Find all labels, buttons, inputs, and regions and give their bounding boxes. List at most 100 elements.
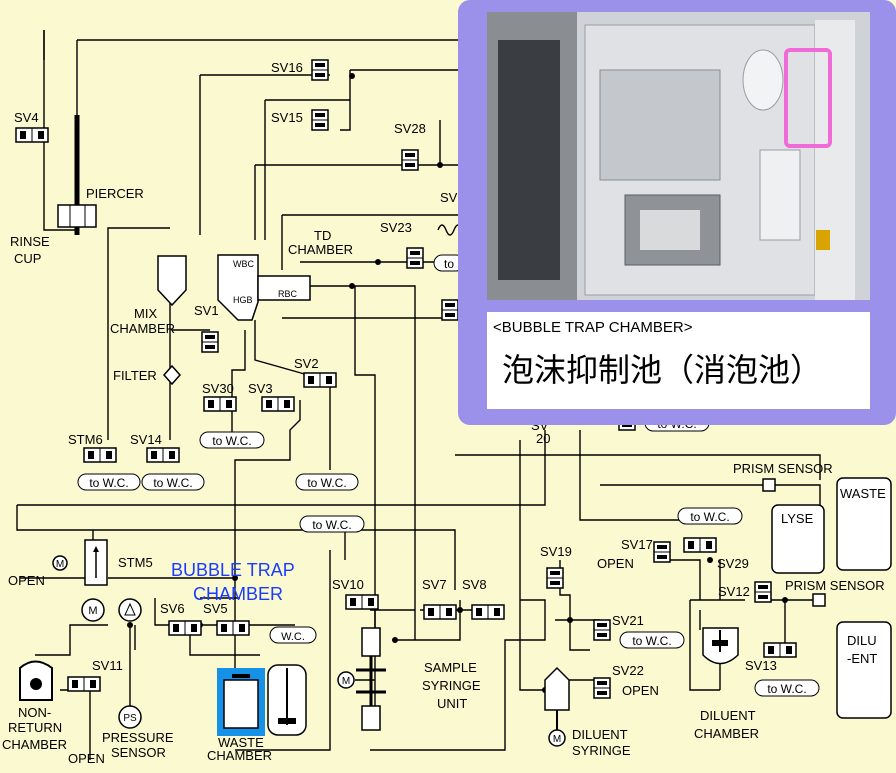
non-return-chamber (19, 660, 53, 701)
svg-text:to W.C.: to W.C. (153, 476, 192, 490)
svg-text:CUP: CUP (14, 251, 41, 266)
callout-chinese-label: 泡沫抑制池（消泡池） (502, 352, 822, 388)
svg-text:to W.C.: to W.C. (212, 434, 251, 448)
pump-icon (118, 598, 142, 622)
to-wc-pill: to W.C. (77, 473, 141, 491)
stm5-valve (84, 539, 108, 586)
svg-text:SYRINGE: SYRINGE (572, 743, 631, 758)
svg-text:SV10: SV10 (332, 577, 364, 592)
svg-text:CHAMBER: CHAMBER (288, 242, 353, 257)
svg-text:RINSE: RINSE (10, 234, 50, 249)
svg-text:to W.C.: to W.C. (632, 634, 671, 648)
svg-text:DILU: DILU (847, 633, 877, 648)
svg-text:to: to (444, 257, 454, 271)
svg-text:20: 20 (536, 431, 550, 446)
prism-sensor-icon (812, 593, 826, 607)
svg-text:to W.C.: to W.C. (767, 682, 806, 696)
svg-text:SV16: SV16 (271, 60, 303, 75)
svg-text:SV12: SV12 (718, 584, 750, 599)
svg-text:SV1: SV1 (194, 303, 219, 318)
wc-pill: W.C. (269, 626, 317, 644)
svg-text:SV11: SV11 (92, 658, 123, 673)
svg-text:LYSE: LYSE (781, 511, 814, 526)
svg-text:WBC: WBC (233, 259, 254, 269)
sample-syringe-unit (356, 627, 386, 731)
svg-text:DILUENT: DILUENT (572, 727, 628, 742)
svg-text:OPEN: OPEN (68, 751, 105, 766)
svg-text:PRISM SENSOR: PRISM SENSOR (733, 461, 833, 476)
svg-text:to W.C.: to W.C. (307, 476, 346, 490)
svg-text:SV22: SV22 (612, 663, 644, 678)
piercer (57, 115, 97, 235)
to-wc-pill: to W.C. (295, 473, 359, 491)
svg-text:SV6: SV6 (160, 601, 185, 616)
svg-text:SENSOR: SENSOR (111, 745, 166, 760)
svg-text:M: M (342, 676, 350, 687)
to-wc-pill: to W.C. (754, 679, 820, 697)
svg-text:SV14: SV14 (130, 432, 162, 447)
svg-text:BUBBLE TRAP: BUBBLE TRAP (171, 560, 295, 580)
svg-text:CHAMBER: CHAMBER (694, 726, 759, 741)
to-wc-pill: to W.C. (199, 431, 265, 449)
svg-text:SV8: SV8 (462, 577, 487, 592)
svg-text:RBC: RBC (278, 289, 298, 299)
svg-text:to W.C.: to W.C. (312, 518, 351, 532)
diluent-chamber (702, 627, 739, 665)
svg-text:SV29: SV29 (717, 556, 749, 571)
component-labels: SV4 PIERCER RINSE CUP SV16 SV15 SV28 SV2… (2, 60, 886, 766)
svg-text:OPEN: OPEN (597, 556, 634, 571)
svg-text:STM6: STM6 (68, 432, 103, 447)
svg-text:SYRINGE: SYRINGE (422, 678, 481, 693)
prism-sensor-icon (762, 478, 776, 492)
svg-text:M: M (88, 605, 97, 617)
svg-text:SV21: SV21 (612, 613, 644, 628)
svg-text:SV4: SV4 (14, 110, 39, 125)
svg-text:CHAMBER: CHAMBER (207, 748, 272, 763)
svg-text:MIX: MIX (134, 306, 157, 321)
svg-text:SAMPLE: SAMPLE (424, 660, 477, 675)
to-wc-pill: to W.C. (299, 515, 365, 533)
svg-text:NON-: NON- (18, 705, 51, 720)
svg-text:STM5: STM5 (118, 555, 153, 570)
svg-text:SV28: SV28 (394, 121, 426, 136)
svg-text:SV13: SV13 (745, 658, 777, 673)
svg-text:HGB: HGB (233, 295, 253, 305)
svg-text:TD: TD (314, 228, 331, 243)
photo-inset (487, 12, 855, 300)
svg-text:SV30: SV30 (202, 381, 234, 396)
wbc-hgb-chamber (217, 254, 311, 321)
svg-text:OPEN: OPEN (8, 573, 45, 588)
lyse-bottle (771, 504, 825, 574)
pressure-sensor: PS (118, 705, 142, 729)
diluent-syringe (544, 666, 570, 730)
to-wc-pill: to W.C. (619, 631, 685, 649)
svg-text:SV3: SV3 (248, 381, 273, 396)
svg-text:WASTE: WASTE (840, 486, 886, 501)
svg-text:CHAMBER: CHAMBER (193, 584, 283, 604)
piping (16, 30, 821, 760)
svg-text:WASTE: WASTE (218, 735, 264, 750)
svg-text:CHAMBER: CHAMBER (110, 321, 175, 336)
svg-text:PIERCER: PIERCER (86, 186, 144, 201)
svg-text:-ENT: -ENT (847, 651, 877, 666)
to-wc-pill: to W.C. (677, 507, 743, 525)
svg-text:PS: PS (123, 713, 137, 724)
waste-chamber (267, 664, 307, 736)
motor-icon: M M M M (52, 555, 566, 747)
svg-text:SV23: SV23 (380, 220, 412, 235)
photo-highlight-box (784, 48, 832, 148)
svg-text:OPEN: OPEN (622, 683, 659, 698)
svg-text:FILTER: FILTER (113, 368, 157, 383)
svg-text:PRESSURE: PRESSURE (102, 730, 174, 745)
bubble-trap-chamber (217, 668, 265, 736)
filter (162, 364, 182, 386)
svg-text:SV5: SV5 (203, 601, 228, 616)
mix-chamber (157, 255, 187, 307)
svg-text:SV19: SV19 (540, 544, 572, 559)
svg-text:UNIT: UNIT (437, 696, 467, 711)
svg-text:DILUENT: DILUENT (700, 708, 756, 723)
svg-text:SV2: SV2 (294, 356, 319, 371)
bubble-trap-callout: <BUBBLE TRAP CHAMBER> 泡沫抑制池（消泡池） (458, 0, 896, 425)
